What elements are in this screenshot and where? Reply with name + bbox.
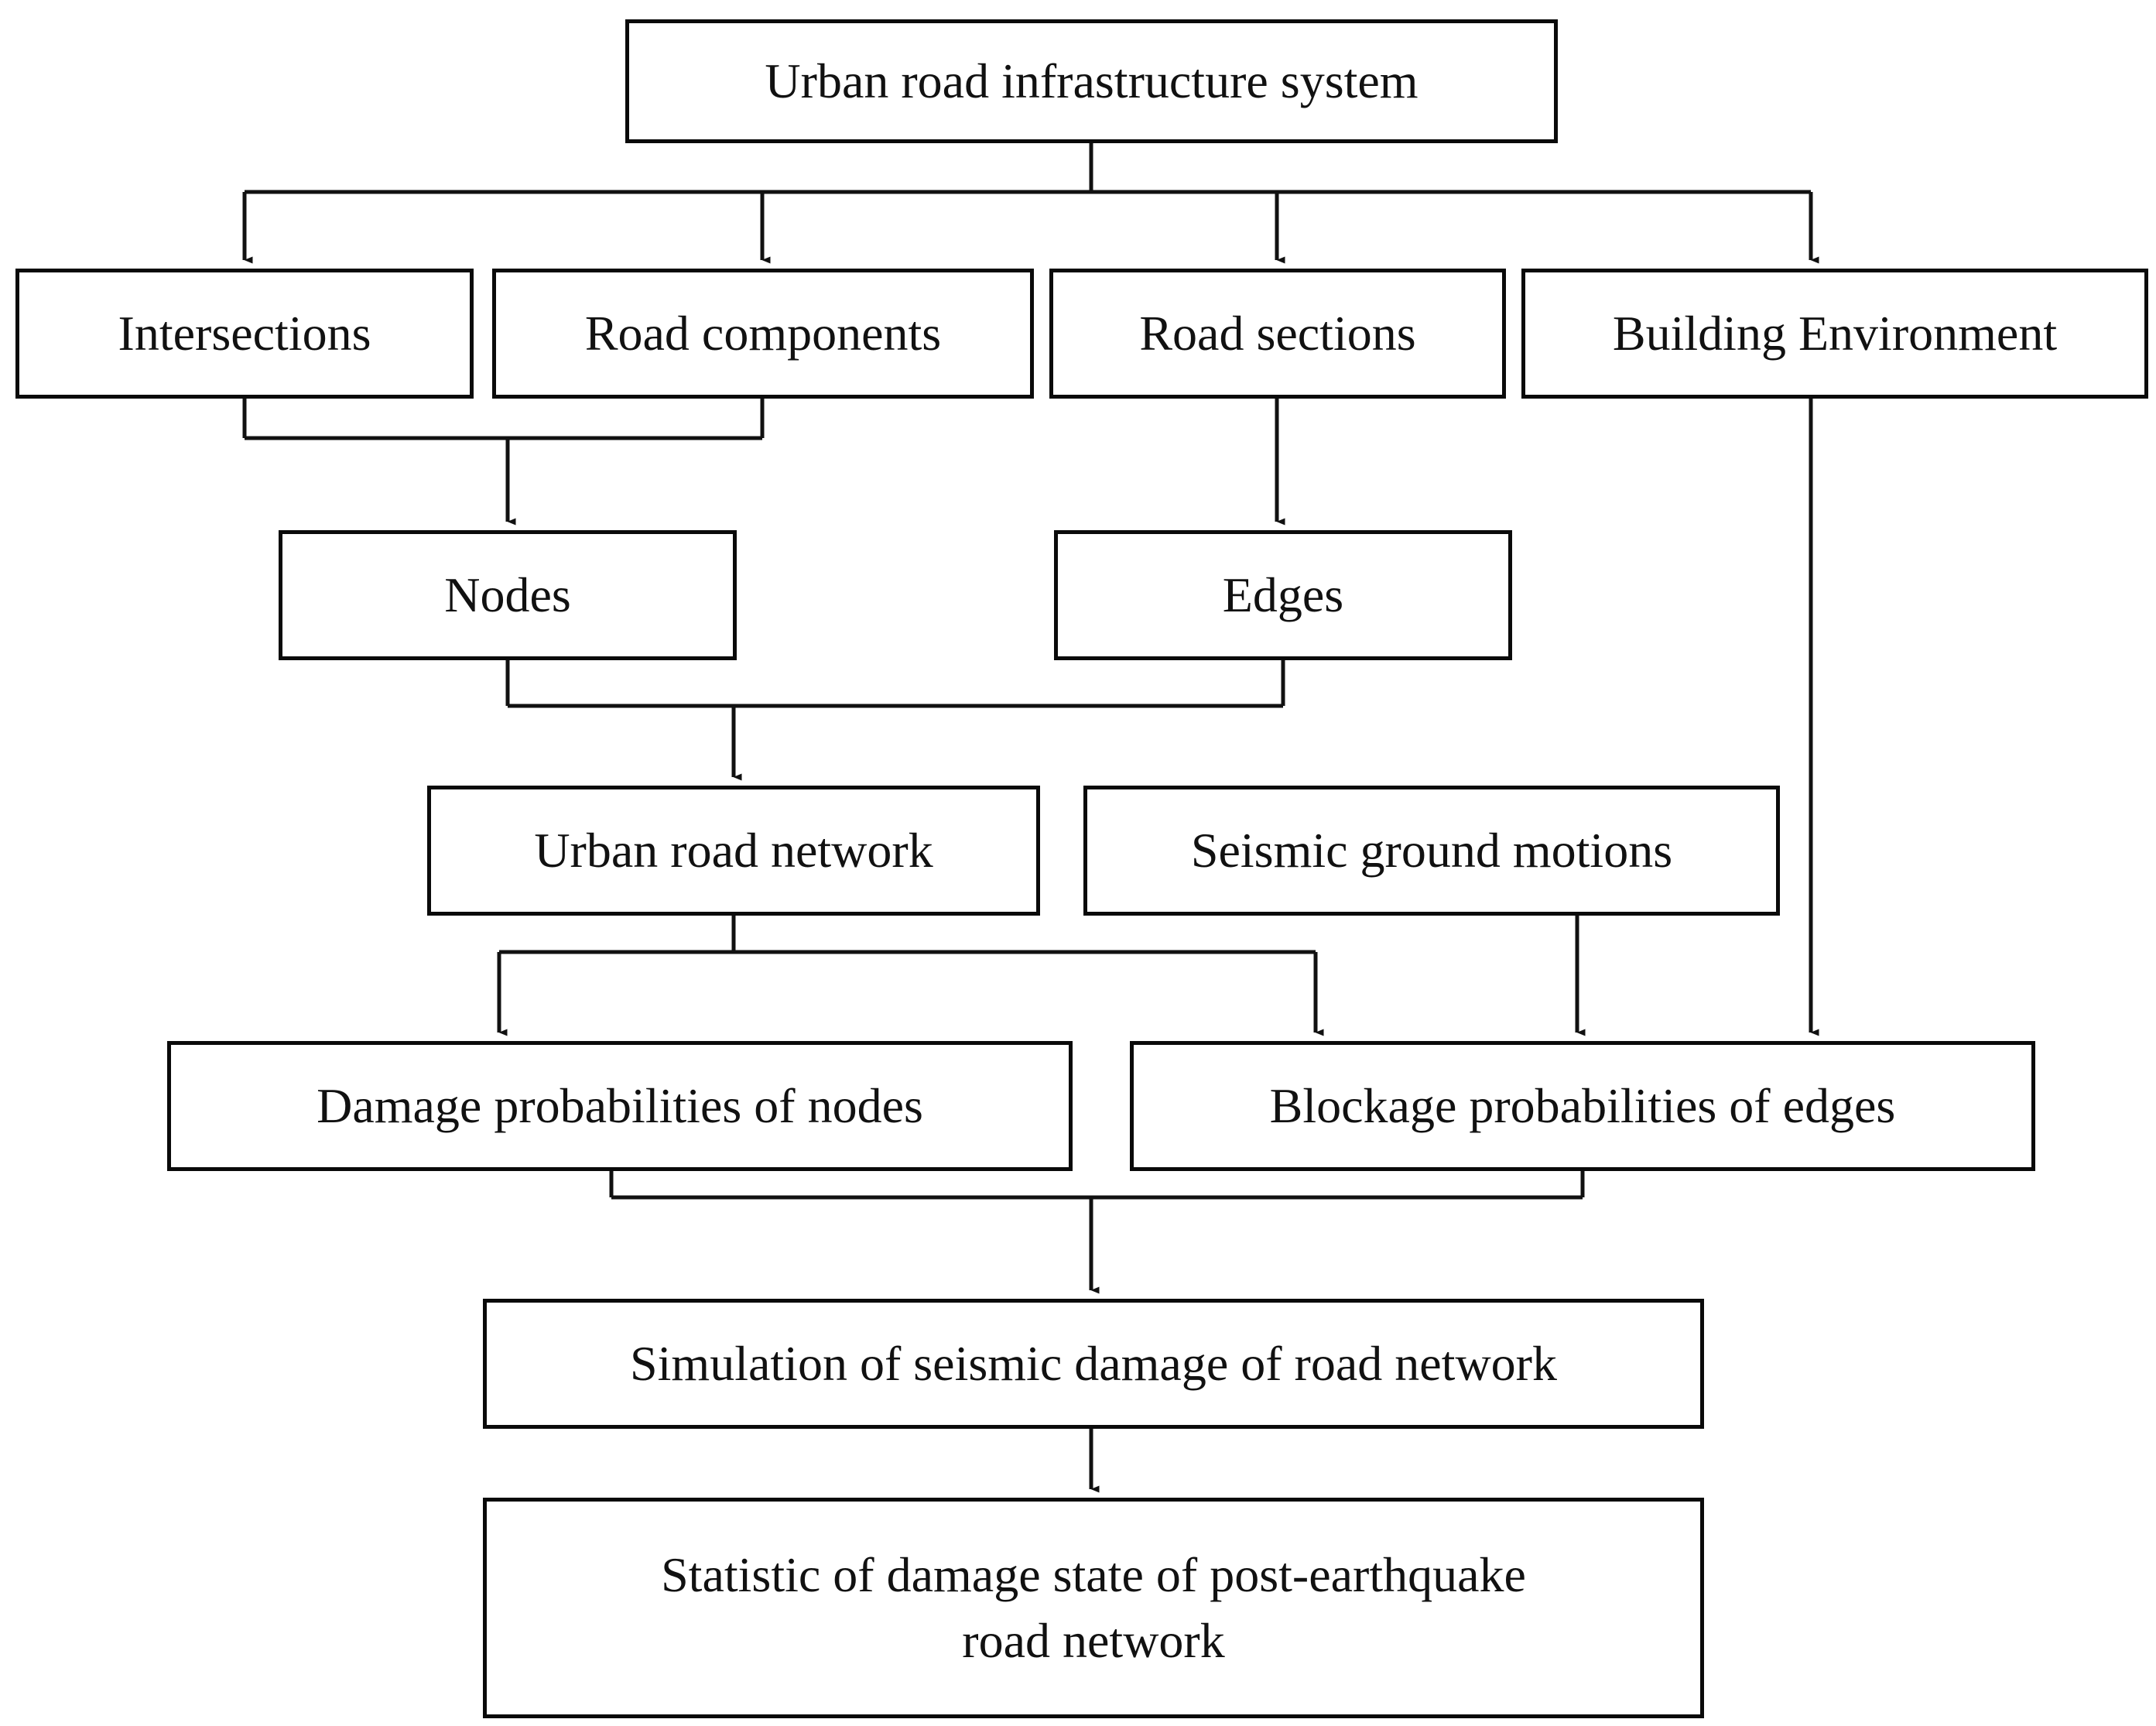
node-label: Urban road network [534,822,933,878]
node-urban-road-infrastructure-system: Urban road infrastructure system [625,19,1558,143]
node-statistic-of-damage-state-of-post-earthquake-road-network: Statistic of damage state of post-earthq… [483,1498,1704,1718]
node-road-sections: Road sections [1049,269,1506,399]
node-simulation-of-seismic-damage-of-road-network: Simulation of seismic damage of road net… [483,1299,1704,1429]
node-label: Seismic ground motions [1190,822,1673,878]
node-label: Building Environment [1612,305,2058,361]
node-seismic-ground-motions: Seismic ground motions [1083,786,1780,916]
node-label: Statistic of damage state of post-earthq… [661,1547,1526,1668]
node-label: Damage probabilities of nodes [317,1077,923,1133]
node-damage-probabilities-of-nodes: Damage probabilities of nodes [167,1041,1073,1171]
connector-probabilities-to-simulation [609,1171,1585,1294]
node-road-components: Road components [492,269,1034,399]
connector-system-to-row2 [242,143,1819,264]
node-label: Intersections [118,305,371,361]
node-blockage-probabilities-of-edges: Blockage probabilities of edges [1130,1041,2035,1171]
connector-intersections-components-to-nodes [242,399,765,526]
node-nodes: Nodes [279,530,737,660]
node-urban-road-network: Urban road network [427,786,1040,916]
node-edges: Edges [1054,530,1512,660]
node-label: Road sections [1139,305,1416,361]
node-label: Edges [1222,567,1344,622]
node-label: Urban road infrastructure system [765,53,1419,108]
connector-network-to-probabilities [497,916,1324,1036]
node-label: Road components [584,305,942,361]
node-building-environment: Building Environment [1521,269,2148,399]
node-label: Simulation of seismic damage of road net… [630,1335,1557,1391]
node-label: Blockage probabilities of edges [1269,1077,1896,1133]
node-intersections: Intersections [15,269,474,399]
node-label: Nodes [444,567,571,622]
connector-nodes-edges-to-network [505,660,1285,781]
